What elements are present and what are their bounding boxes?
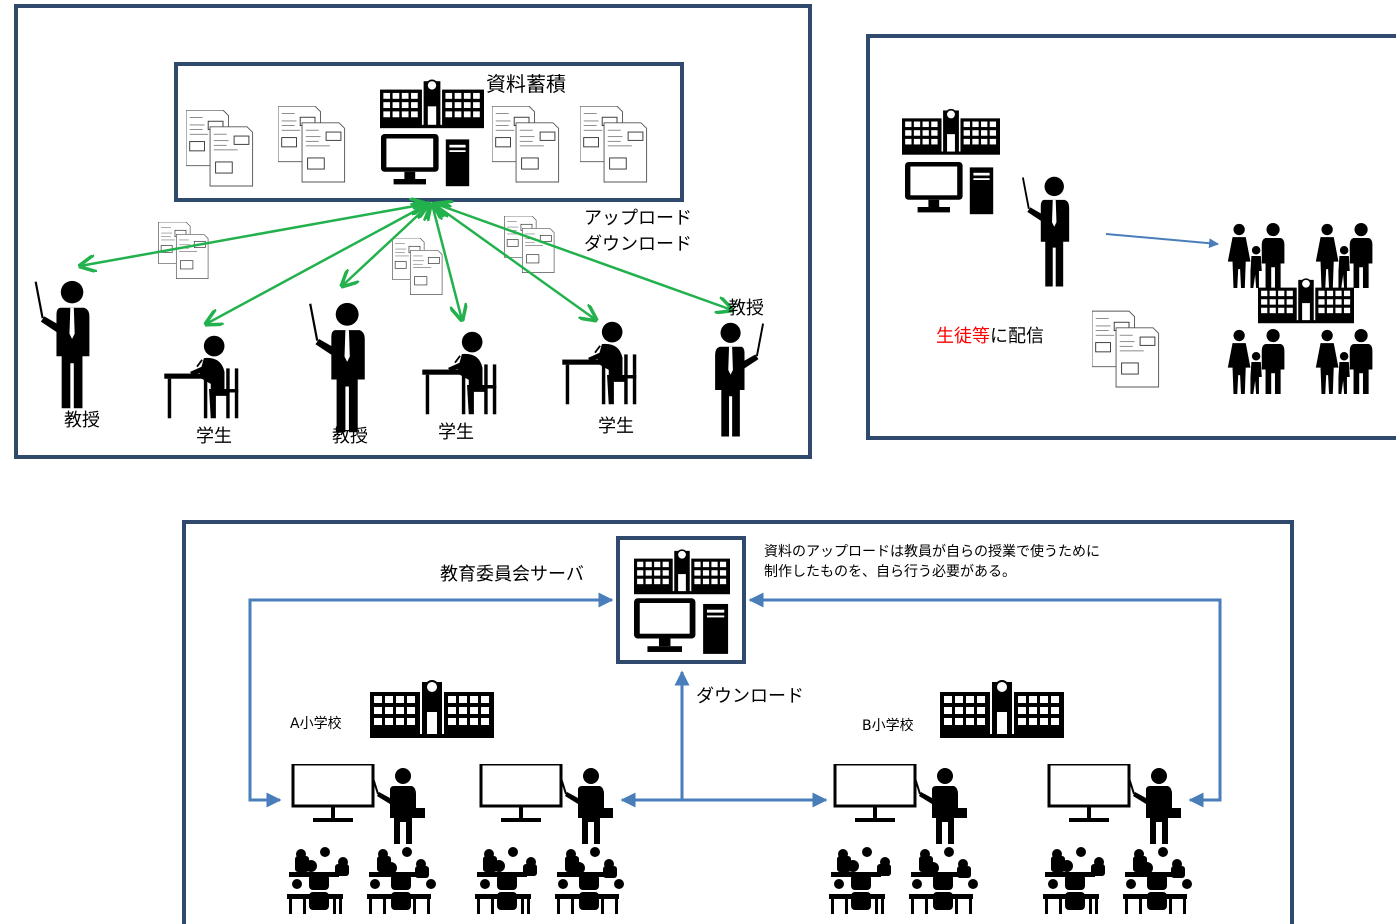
student-label: 学生 bbox=[196, 426, 232, 447]
school-b-building-icon bbox=[940, 680, 1064, 739]
school-b-label: B小学校 bbox=[862, 718, 914, 734]
family-icon bbox=[1227, 328, 1285, 394]
professor-label: 教授 bbox=[64, 410, 100, 431]
storage-label: 資料蓄積 bbox=[486, 72, 566, 96]
upload-label: アップロード bbox=[584, 208, 692, 229]
student-icon bbox=[561, 320, 638, 406]
family-icon bbox=[1315, 328, 1373, 394]
professor-icon bbox=[308, 302, 367, 434]
panel-upload-download bbox=[14, 4, 812, 459]
document-icon bbox=[278, 106, 346, 183]
download-label: ダウンロード bbox=[696, 686, 804, 707]
computer-icon bbox=[905, 162, 994, 215]
server-computer-icon bbox=[634, 598, 729, 654]
panel-distribution bbox=[866, 34, 1396, 440]
classroom-icon bbox=[285, 764, 438, 914]
note-line-2: 制作したものを、自ら行う必要がある。 bbox=[764, 564, 1016, 580]
download-label: ダウンロード bbox=[584, 234, 692, 255]
document-icon bbox=[492, 106, 560, 183]
professor-label: 教授 bbox=[332, 426, 368, 447]
document-icon bbox=[580, 106, 648, 183]
server-label: 教育委員会サーバ bbox=[440, 564, 584, 585]
school-building-icon bbox=[902, 108, 1000, 156]
school-a-building-icon bbox=[370, 680, 494, 739]
distribute-highlight: 生徒等 bbox=[936, 326, 990, 347]
storage-computer-icon bbox=[381, 134, 470, 187]
storage-building-icon bbox=[380, 79, 484, 130]
school-a-label: A小学校 bbox=[290, 716, 342, 732]
student-icon bbox=[421, 330, 498, 416]
distribute-suffix: に配信 bbox=[990, 326, 1044, 347]
classroom-icon bbox=[827, 764, 980, 914]
student-icon bbox=[163, 334, 240, 420]
note-line-1: 資料のアップロードは教員が自らの授業で使うために bbox=[764, 544, 1100, 560]
student-label: 学生 bbox=[438, 422, 474, 443]
teacher-icon bbox=[1021, 176, 1071, 288]
distribute-label: 生徒等に配信 bbox=[936, 326, 1044, 348]
distribution-arrow bbox=[1105, 233, 1219, 249]
document-icon bbox=[186, 110, 254, 187]
family-icon bbox=[1315, 222, 1373, 288]
professor-icon bbox=[713, 322, 765, 438]
server-building-icon bbox=[634, 549, 730, 596]
classroom-icon bbox=[1041, 764, 1194, 914]
document-icon bbox=[392, 238, 443, 295]
professor-icon bbox=[34, 280, 91, 410]
document-icon bbox=[1092, 310, 1160, 388]
blue-arrows bbox=[248, 592, 1222, 808]
professor-label: 教授 bbox=[728, 298, 764, 319]
classroom-icon bbox=[473, 764, 626, 914]
green-arrows bbox=[80, 204, 732, 324]
panel-education-board bbox=[182, 520, 1294, 924]
family-icon bbox=[1227, 222, 1285, 288]
student-label: 学生 bbox=[598, 416, 634, 437]
